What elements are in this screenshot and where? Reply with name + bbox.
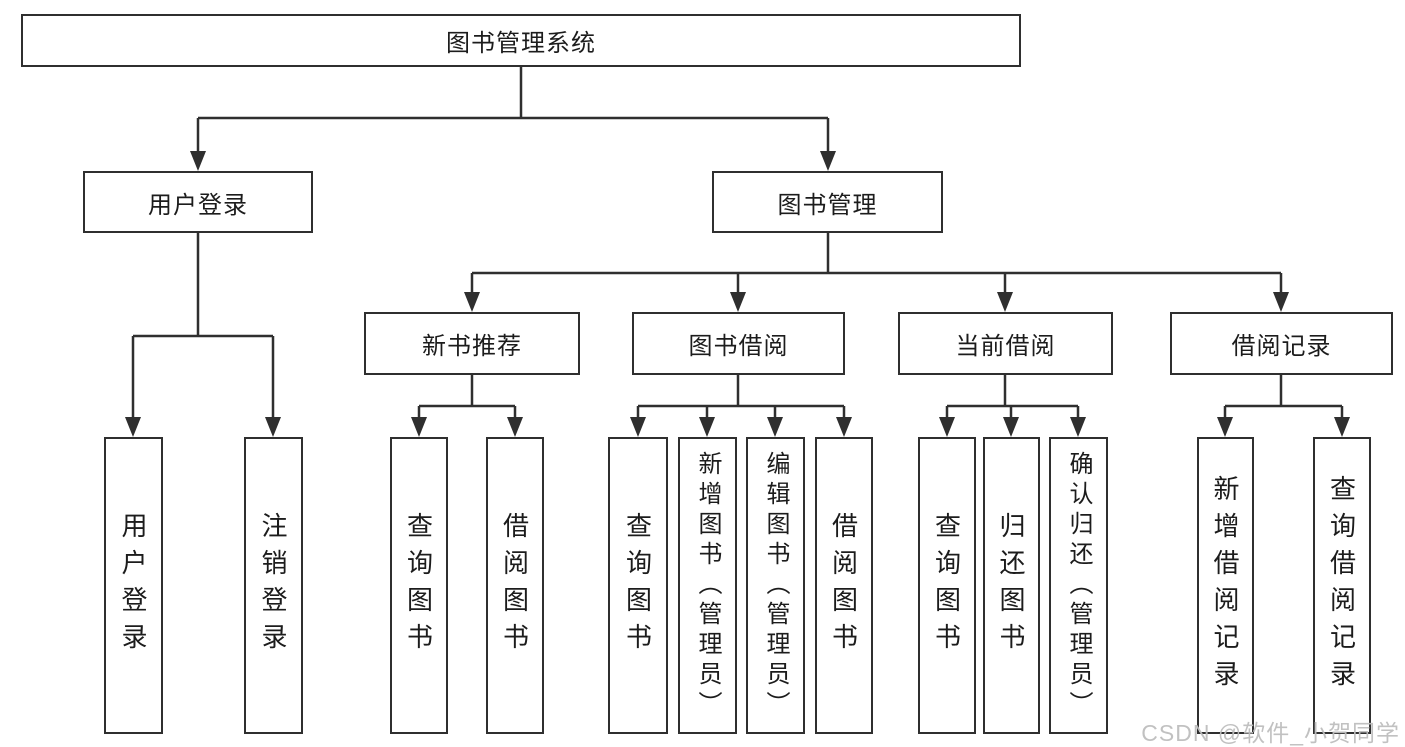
node-label: 图书管理 bbox=[777, 191, 878, 219]
node-label: 当前借阅 bbox=[955, 333, 1056, 360]
leaf-label: 查询借阅记录 bbox=[1326, 474, 1357, 697]
node-label: 新书推荐 bbox=[422, 333, 522, 360]
leaf-label: 新增图书（管理员） bbox=[694, 450, 721, 721]
node-book-borrow: 图书借阅 bbox=[632, 312, 845, 375]
node-label: 借阅记录 bbox=[1231, 333, 1332, 360]
leaf-label: 注销登录 bbox=[258, 511, 288, 660]
leaf-query-borrow-record: 查询借阅记录 bbox=[1313, 437, 1371, 734]
leaf-label: 查询图书 bbox=[931, 511, 962, 660]
leaf-edit-books-admin: 编辑图书（管理员） bbox=[746, 437, 805, 734]
node-root-library-system: 图书管理系统 bbox=[21, 14, 1021, 67]
node-new-book-recommend: 新书推荐 bbox=[364, 312, 580, 375]
leaf-add-books-admin: 新增图书（管理员） bbox=[678, 437, 737, 734]
node-label: 用户登录 bbox=[148, 191, 248, 219]
leaf-label: 查询图书 bbox=[622, 511, 653, 660]
leaf-query-books-recommend: 查询图书 bbox=[390, 437, 448, 734]
node-label: 图书借阅 bbox=[688, 333, 789, 360]
leaf-query-books-current: 查询图书 bbox=[918, 437, 976, 734]
leaf-return-books: 归还图书 bbox=[983, 437, 1040, 734]
node-user-login: 用户登录 bbox=[83, 171, 313, 233]
leaf-add-borrow-record: 新增借阅记录 bbox=[1197, 437, 1254, 734]
leaf-label: 确认归还（管理员） bbox=[1065, 450, 1092, 721]
leaf-label: 新增借阅记录 bbox=[1210, 474, 1240, 697]
node-borrow-record: 借阅记录 bbox=[1170, 312, 1393, 375]
leaf-label: 归还图书 bbox=[996, 511, 1026, 660]
leaf-label: 查询图书 bbox=[403, 511, 434, 660]
node-label: 图书管理系统 bbox=[446, 30, 596, 57]
arrowheads bbox=[125, 151, 1350, 437]
leaf-confirm-return-admin: 确认归还（管理员） bbox=[1049, 437, 1108, 734]
leaf-borrow-books: 借阅图书 bbox=[815, 437, 873, 734]
leaf-label: 用户登录 bbox=[118, 511, 148, 660]
leaf-logout: 注销登录 bbox=[244, 437, 303, 734]
node-current-borrow: 当前借阅 bbox=[898, 312, 1113, 375]
leaf-user-login: 用户登录 bbox=[104, 437, 163, 734]
leaf-label: 借阅图书 bbox=[499, 511, 530, 660]
leaf-borrow-books-recommend: 借阅图书 bbox=[486, 437, 544, 734]
leaf-query-books-borrow: 查询图书 bbox=[608, 437, 668, 734]
node-book-management: 图书管理 bbox=[712, 171, 943, 233]
leaf-label: 编辑图书（管理员） bbox=[762, 450, 789, 721]
csdn-watermark: CSDN @软件_小贺同学 bbox=[1141, 720, 1400, 746]
leaf-label: 借阅图书 bbox=[828, 511, 859, 660]
